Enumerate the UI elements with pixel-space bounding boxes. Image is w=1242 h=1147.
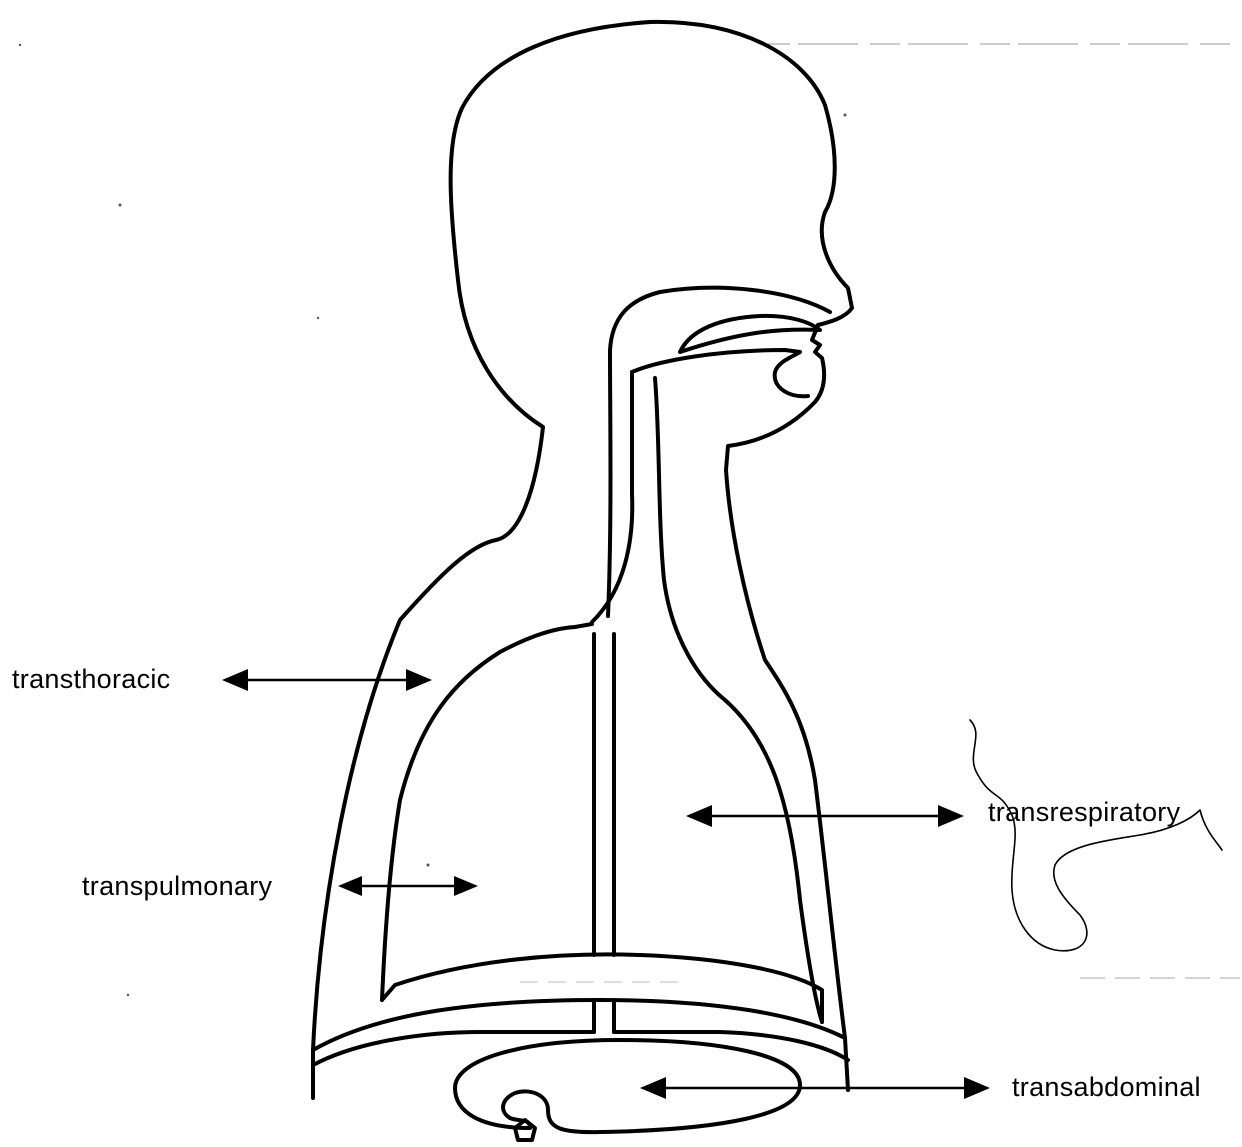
transpulmonary-arrow (338, 876, 478, 896)
label-transabdominal: transabdominal (1012, 1072, 1201, 1103)
label-transrespiratory: transrespiratory (988, 797, 1180, 828)
transrespiratory-arrow (686, 805, 964, 827)
transthoracic-arrow (222, 669, 432, 691)
label-transpulmonary: transpulmonary (82, 871, 272, 902)
label-transthoracic: transthoracic (12, 664, 170, 695)
transabdominal-arrow (640, 1077, 990, 1099)
